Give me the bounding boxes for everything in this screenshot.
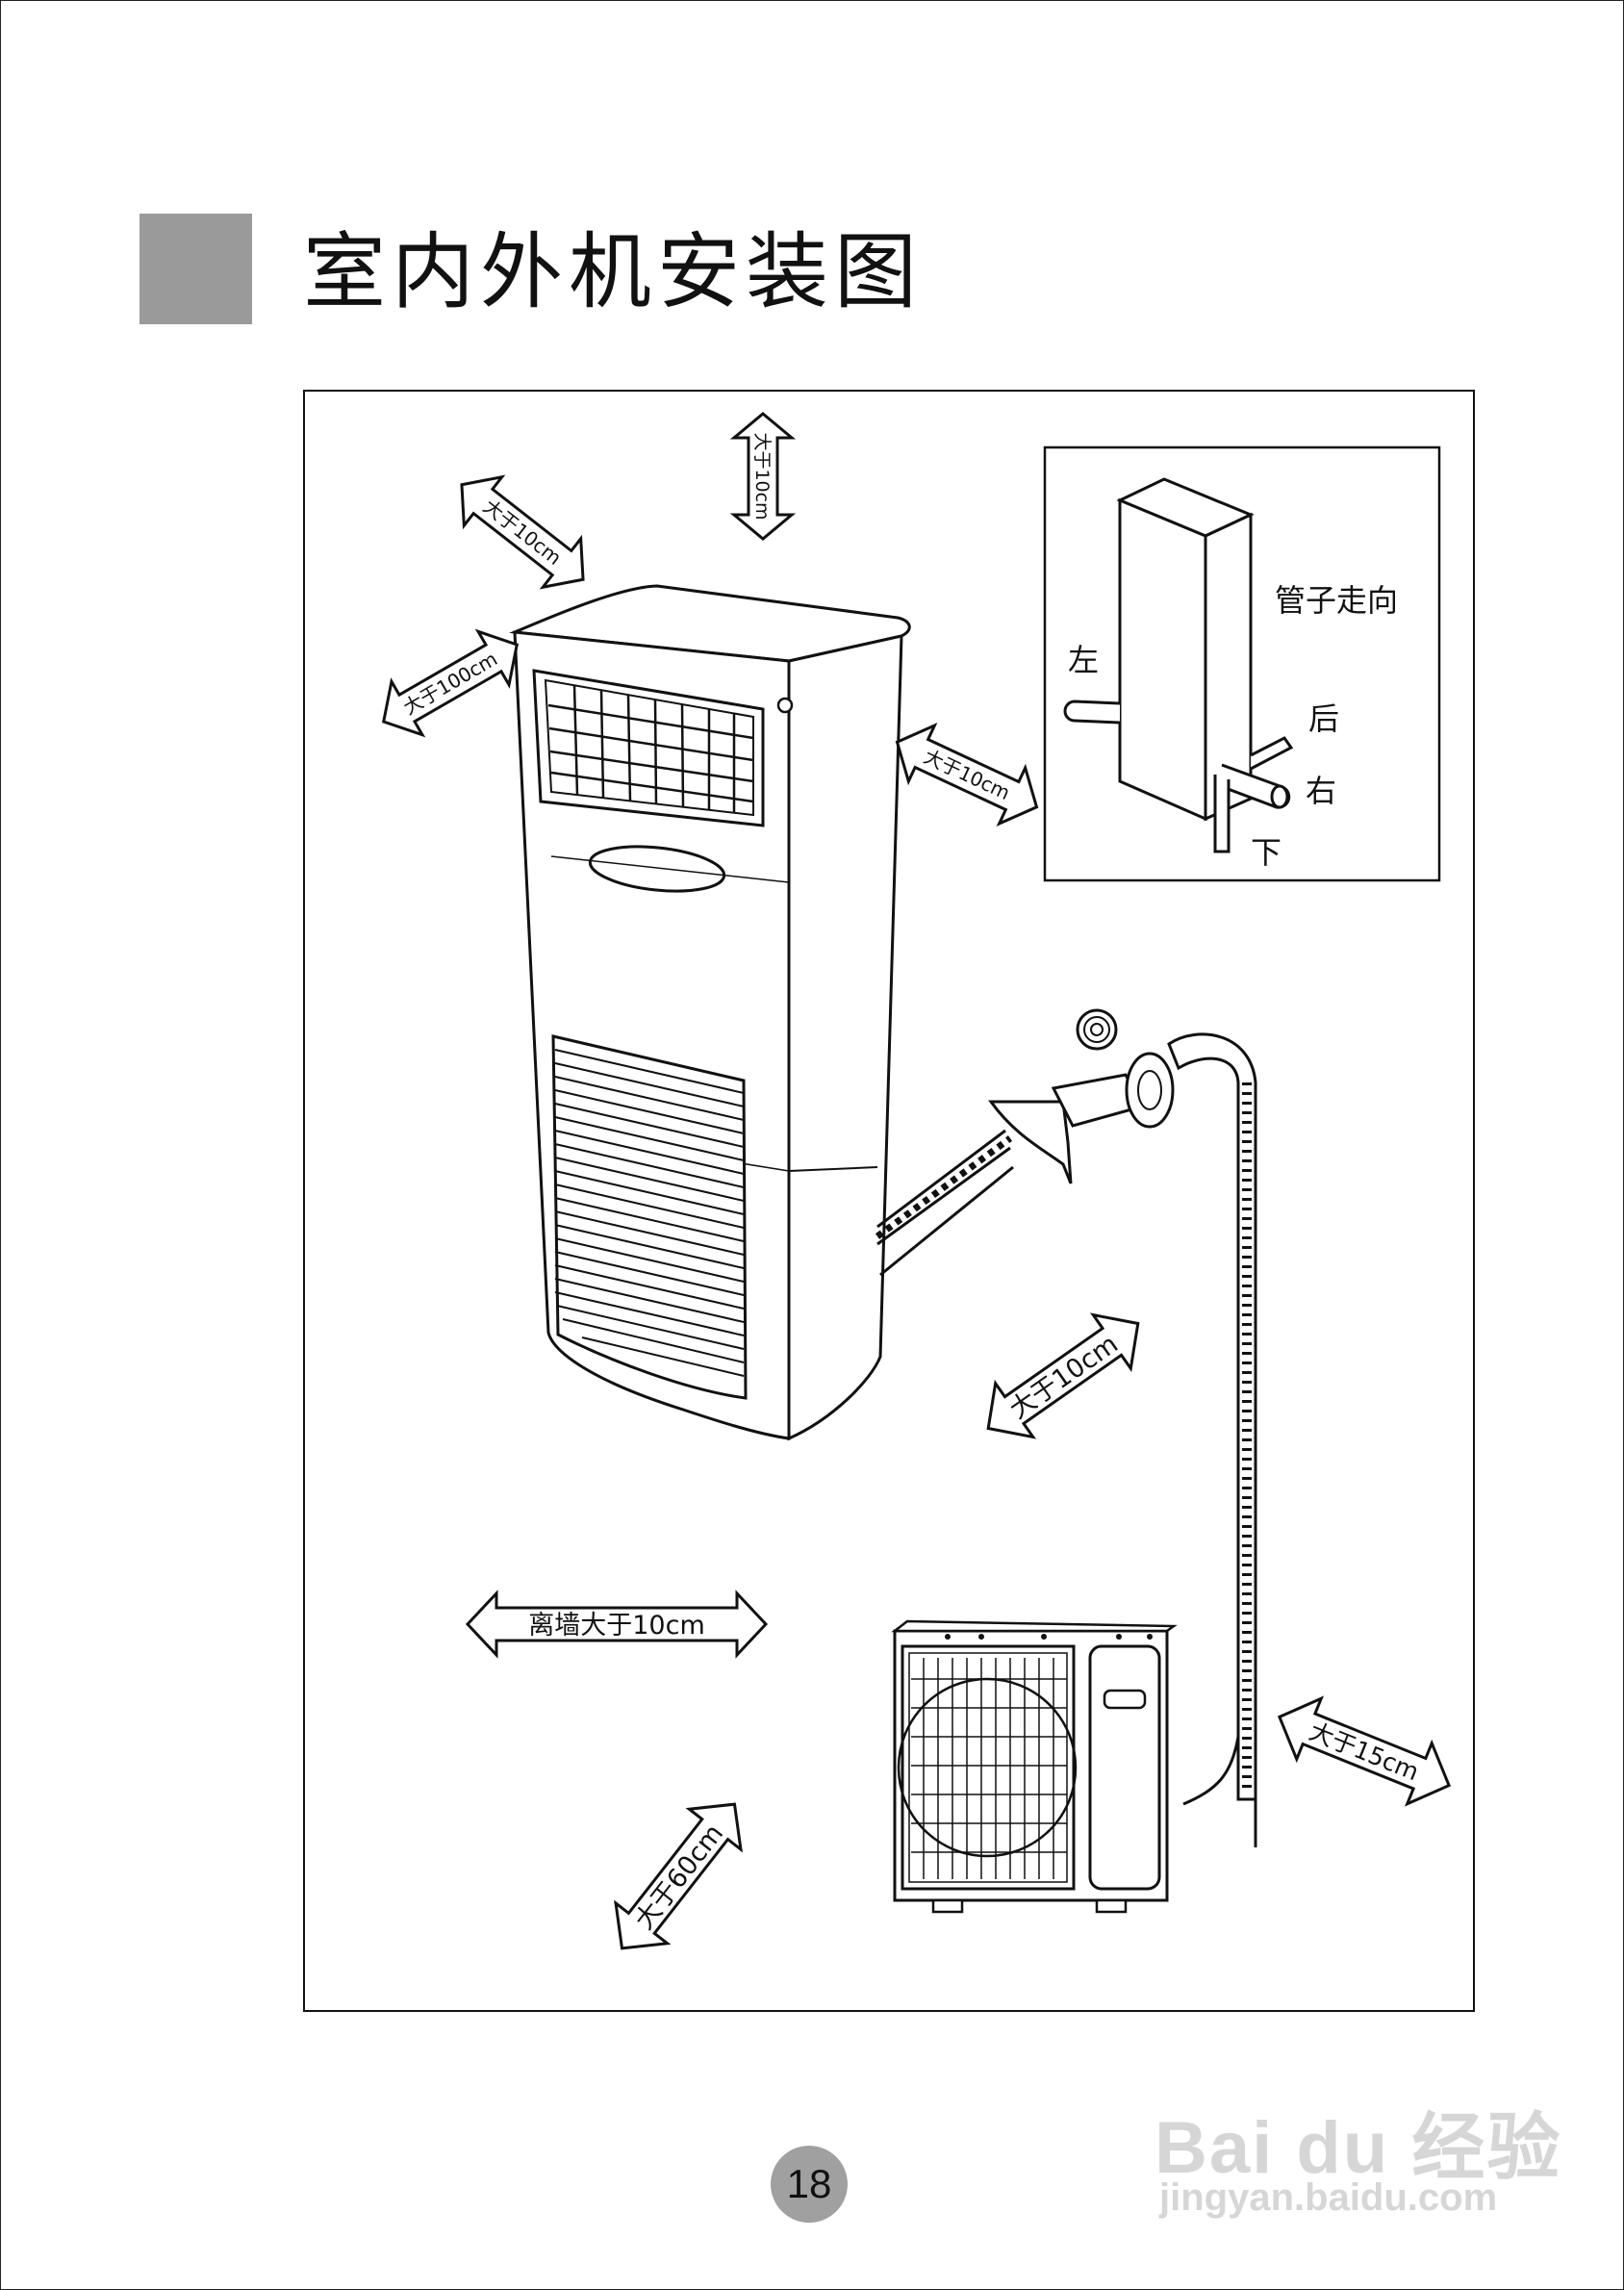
figure-frame [303,390,1475,2012]
clearance-arrow-front-outdoor: 大于60cm [614,1802,743,1950]
clearance-front-outdoor-label: 大于60cm [629,1819,729,1935]
label-right: 右 [1306,773,1336,809]
inset-title: 管子走向 [1275,582,1398,619]
pipe-direction-inset: 管子走向 左 后 右 下 [1043,445,1441,882]
clearance-back-left-label: 大于10cm [479,495,566,570]
clearance-arrow-right: 大于10cm [895,723,1039,827]
watermark-logo: Bai du 经验 [1155,2107,1562,2189]
installation-diagram: 管子走向 左 后 右 下 [381,412,1452,1950]
title-marker-block [140,214,252,324]
down-pipe [1213,775,1231,853]
watermark-url: jingyan.baidu.com [1159,2176,1498,2219]
clearance-arrow-top: 大于10cm [729,412,797,541]
outdoor-unit [891,1619,1178,1914]
label-left: 左 [1068,642,1099,678]
clearance-arrow-wall: 离墙大于10cm [465,1590,769,1659]
label-back: 后 [1308,700,1339,737]
clearance-arrow-pipe-side: 大于10cm [986,1312,1140,1439]
clearance-left-label: 大于100cm [399,647,501,719]
clearance-arrow-back-left: 大于10cm [460,474,585,590]
top-grille [547,684,754,813]
left-pipe [1063,700,1121,725]
connecting-pipes [875,1008,1257,1847]
clearance-top-label: 大于10cm [751,432,773,520]
clearance-pipe-side-label: 大于10cm [1004,1329,1124,1425]
label-down: 下 [1251,834,1281,871]
page-number: 18 [771,2146,848,2223]
clearance-arrow-left: 大于100cm [381,628,520,738]
lower-grille [554,1049,745,1377]
clearance-arrow-right-outdoor: 大于15cm [1277,1695,1452,1807]
back-pipe [1250,736,1294,771]
indoor-unit [509,584,911,1441]
page-title: 室内外机安装图 [303,224,923,320]
clearance-wall-label: 离墙大于10cm [528,1611,705,1641]
